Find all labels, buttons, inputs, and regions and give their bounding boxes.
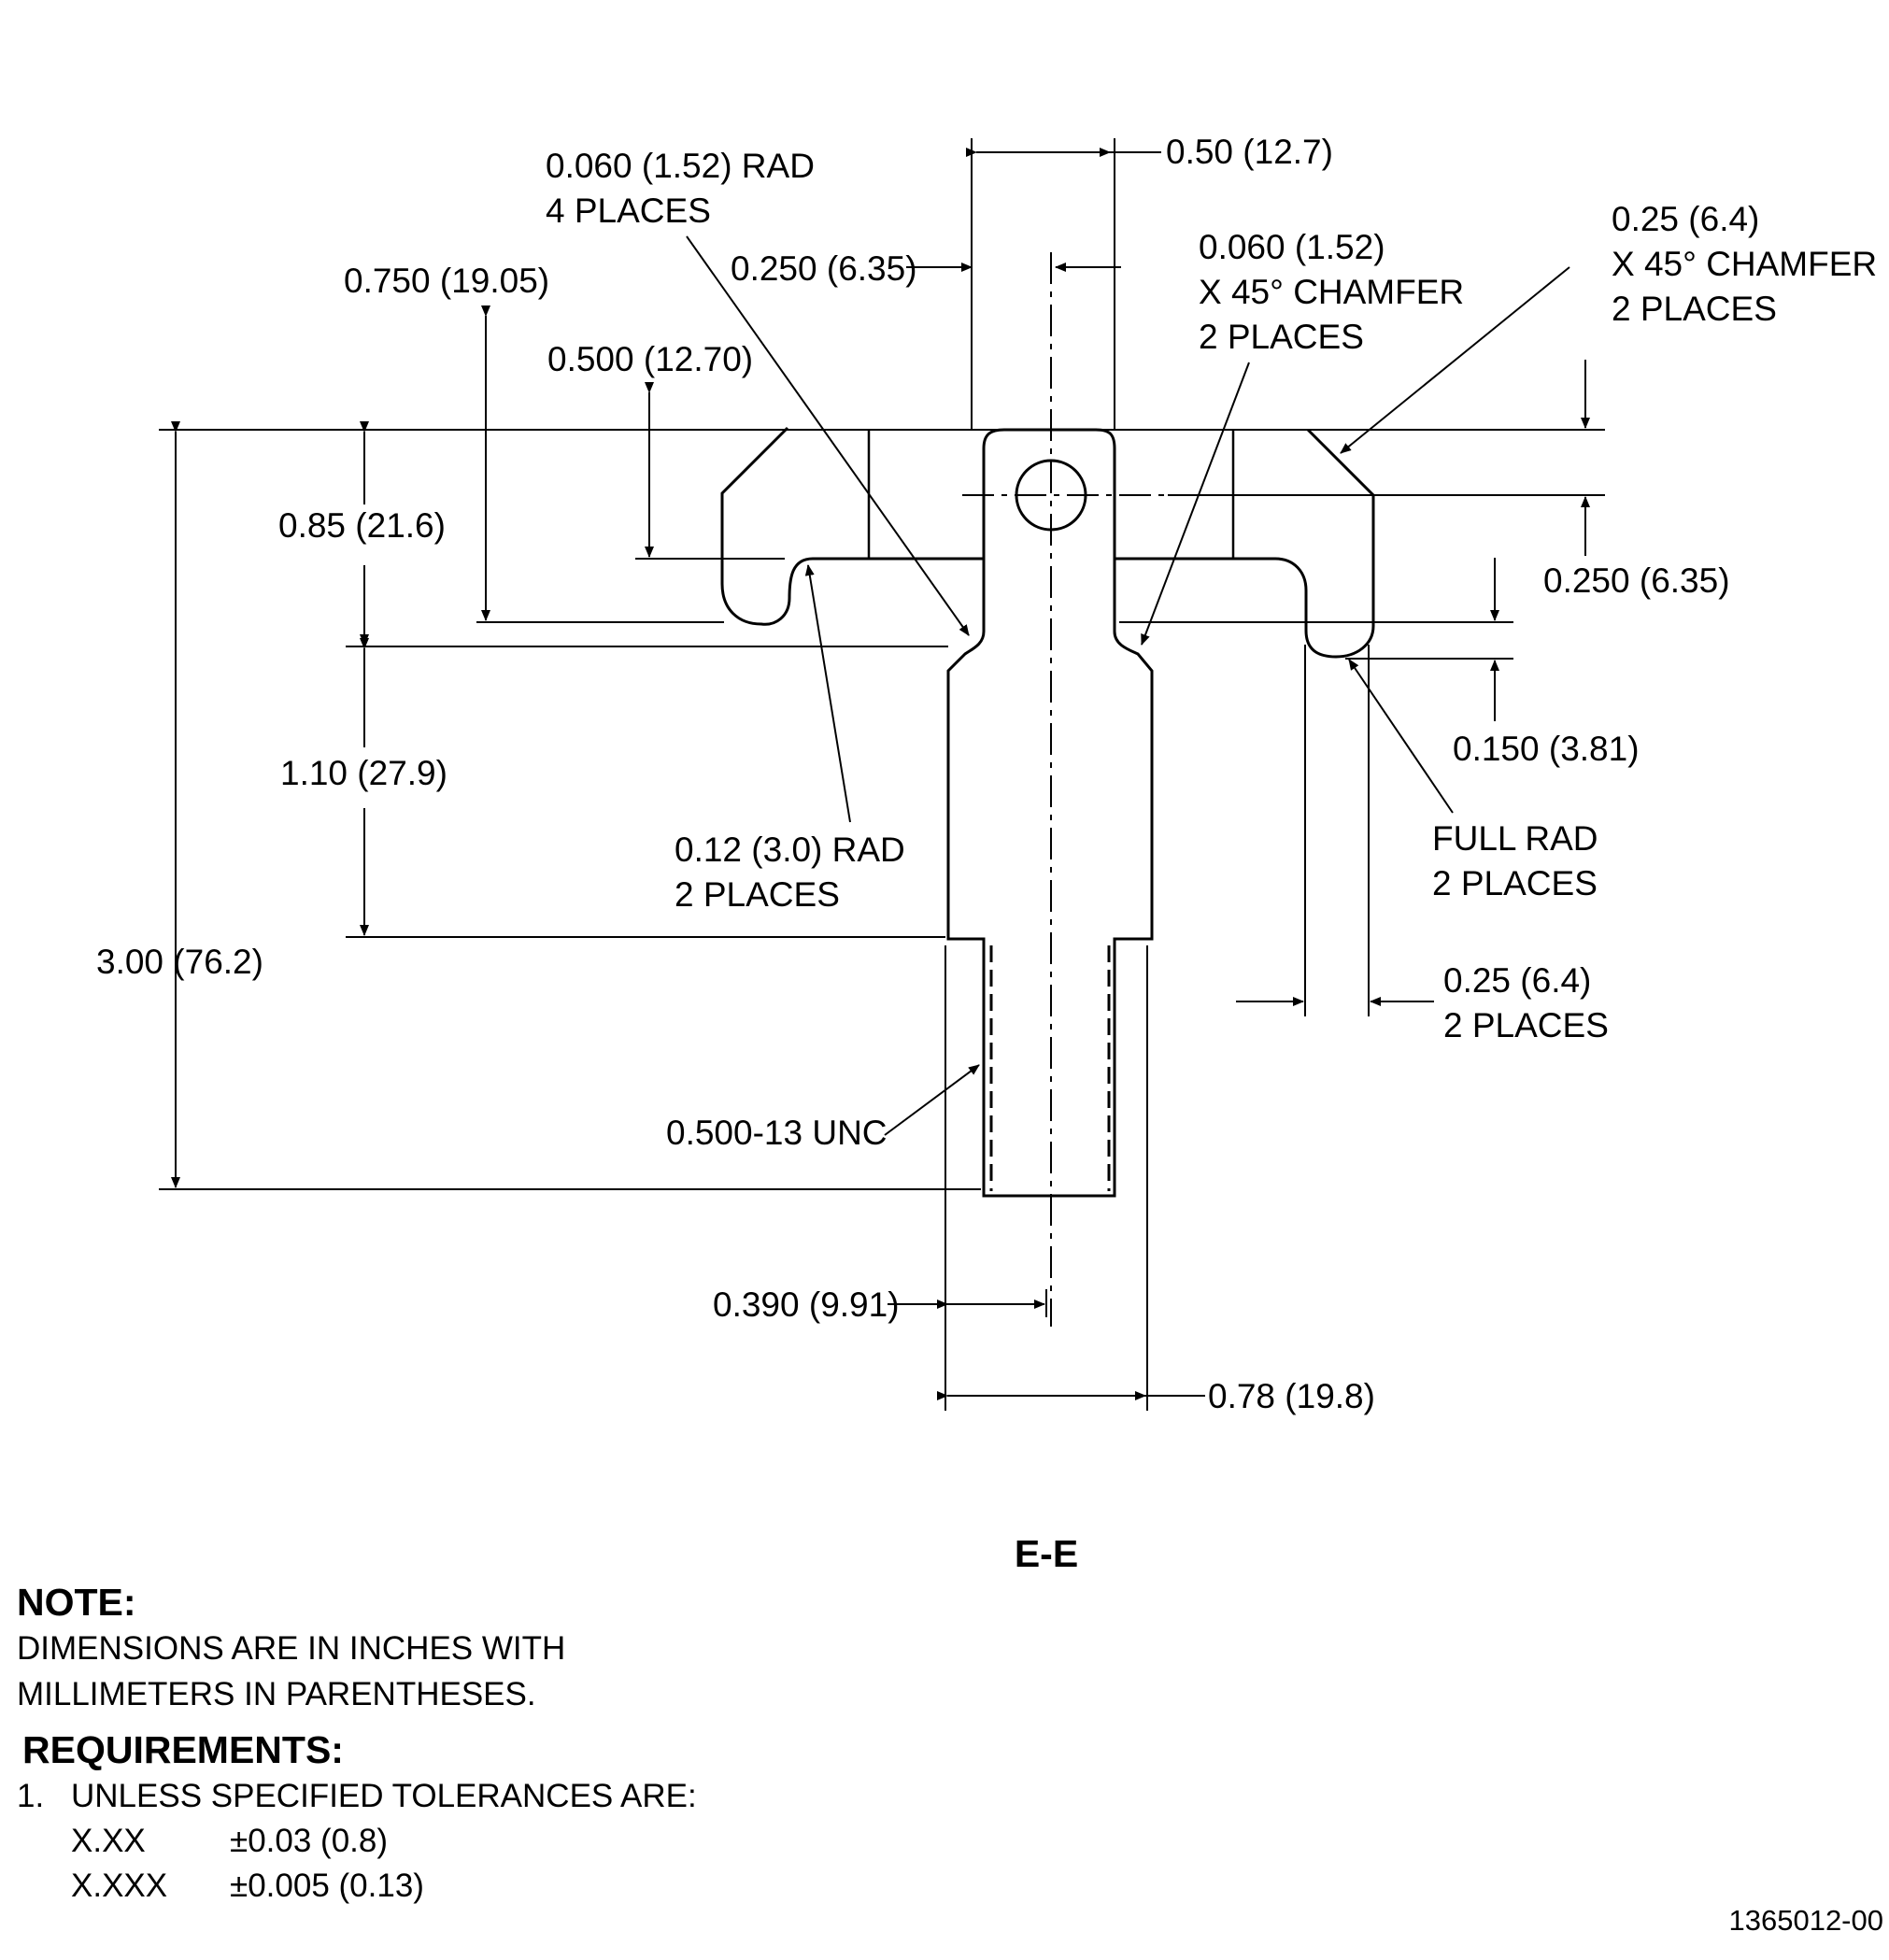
- requirements-heading: REQUIREMENTS:: [22, 1728, 344, 1771]
- dim-0390: 0.390 (9.91): [713, 1285, 900, 1324]
- note-line: MILLIMETERS IN PARENTHESES.: [17, 1676, 536, 1712]
- dim-110: 1.10 (27.9): [280, 754, 447, 792]
- dim-chamfer-025-places: 2 PLACES: [1612, 290, 1777, 328]
- dim-0150: 0.150 (3.81): [1453, 730, 1640, 768]
- dim-085: 0.85 (21.6): [278, 506, 446, 545]
- center-lines: [962, 252, 1168, 1327]
- dimension-labels: 0.50 (12.7) 0.060 (1.52) RAD 4 PLACES 0.…: [96, 133, 1877, 1415]
- view-label: E-E: [1014, 1532, 1079, 1575]
- extension-lines: [159, 138, 1605, 1411]
- dim-0750: 0.750 (19.05): [344, 262, 549, 300]
- dim-012-rad-places: 2 PLACES: [675, 875, 840, 914]
- dim-thread: 0.500-13 UNC: [666, 1114, 888, 1152]
- thread-hidden-lines: [989, 945, 1111, 1191]
- dim-chamfer-060: 0.060 (1.52): [1199, 228, 1385, 266]
- tolerance-row: X.XX ±0.03 (0.8): [71, 1819, 858, 1864]
- leader-lines: [686, 235, 1570, 1136]
- dim-078: 0.78 (19.8): [1208, 1377, 1375, 1415]
- dim-025-places: 0.25 (6.4): [1443, 961, 1591, 1000]
- dim-050: 0.50 (12.7): [1166, 133, 1333, 171]
- dim-chamfer-025-angle: X 45° CHAMFER: [1612, 245, 1877, 283]
- dim-chamfer-025: 0.25 (6.4): [1612, 200, 1759, 238]
- part-outline: [720, 426, 1375, 1198]
- drawing-number: 1365012-00: [1728, 1904, 1884, 1937]
- tolerance-format: X.XXX: [71, 1868, 168, 1904]
- dim-0250-top: 0.250 (6.35): [731, 249, 917, 288]
- dim-060-rad: 0.060 (1.52) RAD: [546, 147, 815, 185]
- dim-full-rad-places: 2 PLACES: [1432, 864, 1598, 902]
- dim-300: 3.00 (76.2): [96, 943, 263, 981]
- requirement-item: 1. UNLESS SPECIFIED TOLERANCES ARE:: [17, 1773, 858, 1819]
- notes-block: NOTE: DIMENSIONS ARE IN INCHES WITH MILL…: [17, 1579, 858, 1909]
- dim-chamfer-060-places: 2 PLACES: [1199, 318, 1364, 356]
- dim-chamfer-060-angle: X 45° CHAMFER: [1199, 273, 1464, 311]
- note-heading: NOTE:: [17, 1581, 136, 1624]
- dim-012-rad: 0.12 (3.0) RAD: [675, 831, 905, 869]
- requirement-text: UNLESS SPECIFIED TOLERANCES ARE:: [71, 1778, 697, 1814]
- tolerance-value: ±0.03 (0.8): [230, 1823, 389, 1859]
- requirement-number: 1.: [17, 1778, 45, 1814]
- dim-full-rad: FULL RAD: [1432, 819, 1598, 858]
- tolerance-row: X.XXX ±0.005 (0.13): [71, 1864, 858, 1909]
- dim-0500: 0.500 (12.70): [547, 340, 753, 378]
- technical-drawing: 0.50 (12.7) 0.060 (1.52) RAD 4 PLACES 0.…: [96, 133, 1877, 1415]
- dim-0250-right: 0.250 (6.35): [1543, 561, 1730, 600]
- dim-025-places-2: 2 PLACES: [1443, 1006, 1609, 1044]
- dimension-lines: [171, 148, 1590, 1400]
- tolerance-format: X.XX: [71, 1823, 146, 1859]
- note-line: DIMENSIONS ARE IN INCHES WITH: [17, 1630, 566, 1667]
- dim-060-rad-places: 4 PLACES: [546, 192, 711, 230]
- tolerance-value: ±0.005 (0.13): [230, 1868, 424, 1904]
